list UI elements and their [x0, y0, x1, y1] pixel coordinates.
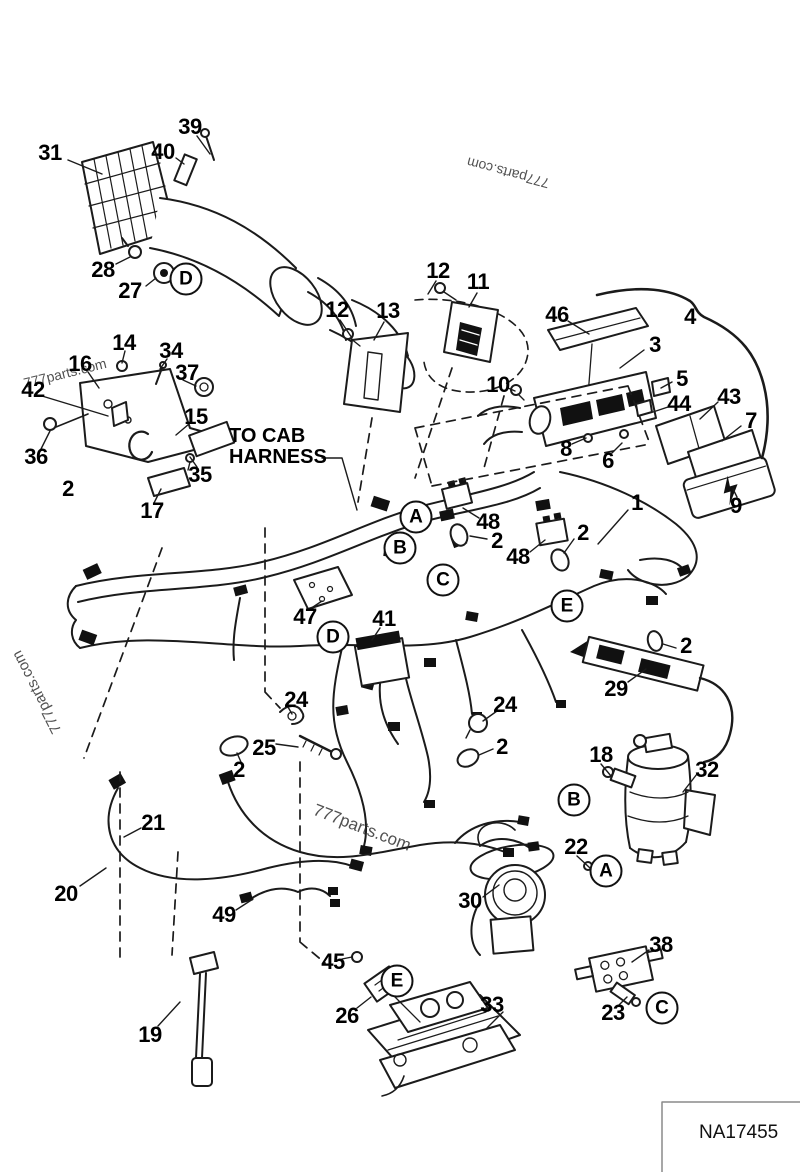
note-line-2: HARNESS: [229, 446, 327, 468]
heat-shield-29-art: [570, 635, 734, 764]
mount-bracket-16-art: [43, 360, 236, 497]
leader-lines: [40, 135, 742, 1029]
drawing-number: NA17455: [699, 1122, 779, 1143]
title-block-border: [661, 1101, 800, 1172]
clamp-hardware-art: [219, 705, 488, 768]
jumper-wires-art: [107, 769, 540, 907]
sender-19-art: [189, 951, 219, 1087]
control-modules-art: [342, 282, 525, 413]
reservoir-32-sensor-18-art: [602, 732, 716, 866]
to-cab-harness-note: TO CAB HARNESS: [229, 426, 327, 468]
alignment-dashed-lines: [83, 367, 651, 964]
valve-38-sensor-23-art: [574, 945, 664, 1007]
engine-33-art: [351, 951, 521, 1097]
pump-30-sensor-22-art: [469, 821, 612, 956]
bracket-47-relay-41-art: [293, 566, 411, 745]
ecu-and-covers-art: [477, 287, 776, 519]
note-line-1: TO CAB: [229, 425, 306, 447]
